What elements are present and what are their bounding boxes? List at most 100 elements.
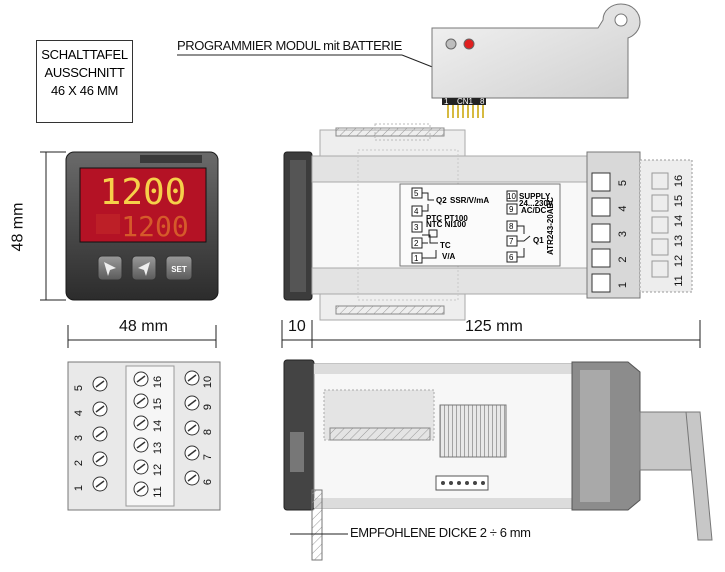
rear-right-terminal-number: 9 (202, 404, 214, 410)
rear-middle-screw-slot (136, 463, 146, 471)
rear-left-terminal-number: 2 (73, 460, 85, 466)
module-leader-line (177, 54, 441, 71)
rear-right-screw-slot (187, 424, 197, 432)
sch-tc: TC (440, 241, 451, 250)
body-length-label: 125 mm (465, 318, 523, 335)
set-key: SET (165, 255, 193, 281)
rear-right-terminal-number: 8 (202, 429, 214, 435)
rear-right-screw-slot (187, 374, 197, 382)
panel-thickness-label: EMPFOHLENE DICKE 2 ÷ 6 mm (350, 525, 531, 540)
side-terminal-outer-number: 12 (673, 255, 685, 267)
width-dimension-line (67, 325, 217, 348)
connector-name: CN1 (457, 97, 474, 106)
rear-middle-screw-slot (136, 485, 146, 493)
side-terminal-outer-number: 11 (673, 275, 685, 286)
side-terminal-outer-number: 14 (673, 215, 685, 227)
height-dimension-line (40, 151, 66, 301)
wiring-schematic: 5 4 3 2 1 Q2 SSR/V/mA PTC PT100 NTC NI10… (411, 187, 555, 264)
connector-pin-first: 1 (444, 97, 449, 106)
lanyard-hole-icon (614, 13, 628, 27)
lower-screw (335, 305, 445, 315)
rear-left-screw-slot (95, 455, 105, 463)
rear-middle-terminal-number: 14 (152, 420, 164, 432)
sch-supply-voltage: 24...230V (519, 199, 554, 208)
side-terminal-number: 1 (617, 282, 629, 288)
top-view: 5 4 3 2 1 Q2 SSR/V/mA PTC PT100 NTC NI10… (283, 123, 693, 321)
sch-va: V/A (442, 252, 456, 261)
side-terminal-outer-number: 15 (673, 195, 685, 207)
sch-ssr: SSR/V/mA (450, 196, 489, 205)
sch-term-5: 5 (414, 189, 419, 198)
rear-view: 5 4 3 2 1 16 15 14 13 12 11 10 9 8 7 6 (67, 361, 221, 511)
lower-display: 1200 (121, 210, 188, 243)
rear-middle-terminal-number: 11 (152, 486, 164, 497)
programming-module-label: PROGRAMMIER MODUL mit BATTERIE (177, 38, 402, 53)
width-dimension-label: 48 mm (119, 318, 168, 335)
sch-ptc: PTC PT100 (426, 214, 468, 223)
rear-left-screw-slot (95, 430, 105, 438)
rear-right-screw-slot (187, 399, 197, 407)
down-key (97, 255, 123, 281)
rear-left-terminal-number: 1 (73, 485, 85, 491)
sch-term-2: 2 (414, 239, 419, 248)
rear-left-terminal-number: 4 (73, 410, 85, 416)
rear-right-terminal-number: 7 (202, 454, 214, 460)
side-terminal-outer-number: 13 (673, 235, 685, 247)
module-connector (442, 98, 486, 105)
sch-term-3: 3 (414, 223, 419, 232)
rear-left-terminal-number: 3 (73, 435, 85, 441)
rear-right-terminal-number: 6 (202, 479, 214, 485)
sch-model: ATR243-20ABC (546, 197, 555, 255)
rear-middle-terminal-number: 12 (152, 464, 164, 476)
red-led-icon (463, 38, 475, 50)
rear-left-terminal-number: 5 (73, 385, 85, 391)
upper-display: 1200 (100, 172, 187, 213)
sch-term-4: 4 (414, 207, 419, 216)
side-terminal-number: 4 (617, 205, 629, 211)
sch-q2: Q2 (436, 196, 447, 205)
rear-left-screw-slot (95, 405, 105, 413)
sch-q1: Q1 (533, 236, 544, 245)
sch-acdc: AC/DC (521, 206, 547, 215)
upper-screw (335, 127, 445, 137)
sch-term-7: 7 (509, 237, 514, 246)
programming-module: 1 CN1 8 (431, 3, 641, 118)
up-arrow-icon (138, 262, 150, 276)
side-terminal-outer-number: 16 (673, 175, 685, 187)
cutout-title-line1: SCHALTTAFEL (41, 47, 128, 62)
cutout-size: 46 X 46 MM (50, 83, 119, 98)
side-terminal-number: 2 (617, 256, 629, 262)
rear-middle-screw-slot (136, 397, 146, 405)
side-view (283, 359, 713, 561)
grey-led-icon (445, 38, 457, 50)
side-terminal-blocks (591, 172, 611, 293)
sch-term-6: 6 (509, 253, 514, 262)
rear-middle-screw-slot (136, 375, 146, 383)
front-depth-label: 10 (288, 318, 306, 335)
sch-term-10: 10 (507, 192, 516, 201)
sch-term-9: 9 (509, 205, 514, 214)
connector-pin-last: 8 (480, 97, 485, 106)
rear-left-screw-slot (95, 380, 105, 388)
front-view: 1200 1200 SET (65, 151, 219, 301)
rear-right-screw-slot (187, 474, 197, 482)
panel-section (311, 489, 323, 561)
sch-term-8: 8 (509, 222, 514, 231)
rear-middle-terminal-number: 16 (152, 376, 164, 388)
sch-supply: SUPPLY (519, 192, 551, 201)
rear-middle-terminal-number: 15 (152, 398, 164, 410)
side-terminal-number: 3 (617, 231, 629, 237)
sch-term-1: 1 (414, 254, 419, 263)
down-arrow-icon (104, 262, 116, 276)
rear-right-terminal-number: 10 (202, 376, 214, 388)
rear-middle-terminal-number: 13 (152, 442, 164, 454)
heatsink (439, 404, 507, 458)
up-key (131, 255, 157, 281)
rear-middle-screw-slot (136, 441, 146, 449)
cutout-title-line2: AUSSCHNITT (44, 65, 125, 80)
side-connector (435, 475, 489, 491)
length-dimension-line (281, 320, 701, 348)
side-terminal-number: 5 (617, 180, 629, 186)
side-screw (329, 427, 431, 441)
